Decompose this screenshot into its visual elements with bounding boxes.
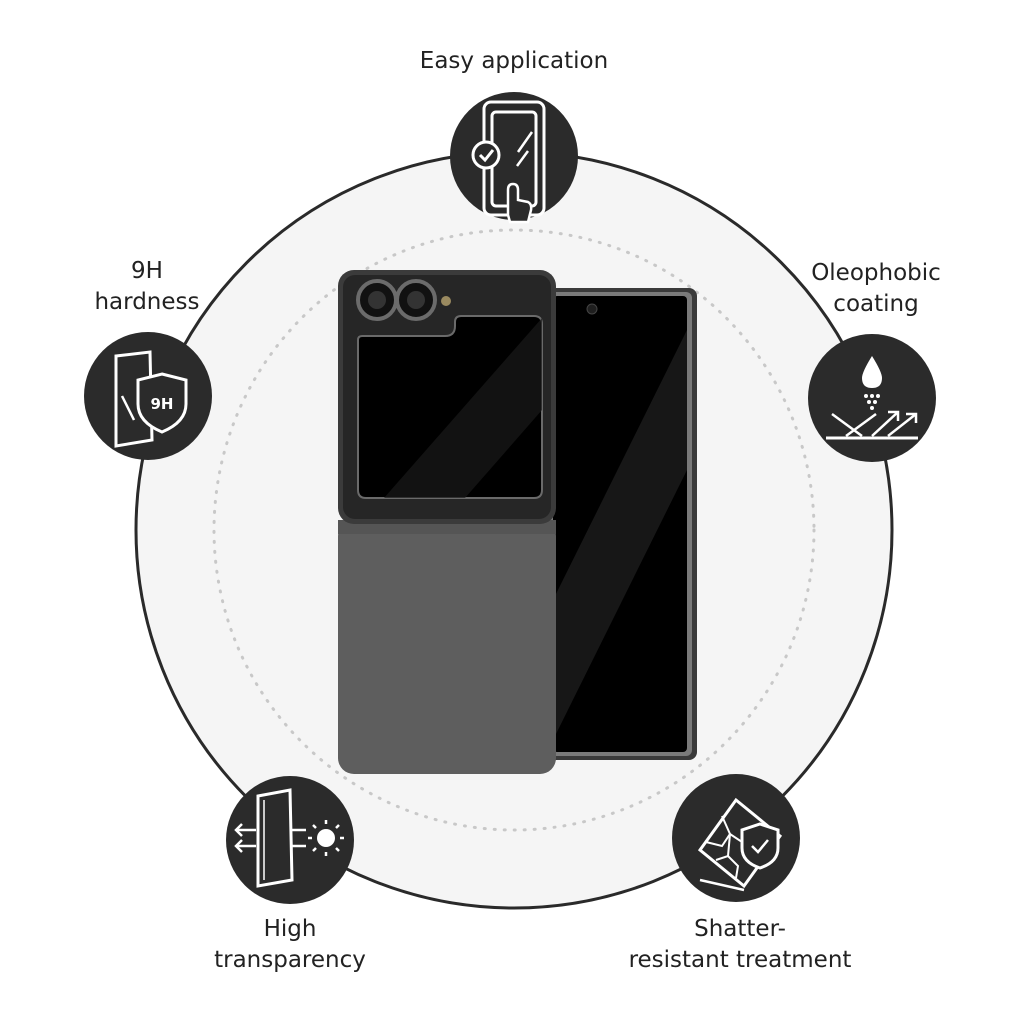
phone-folded xyxy=(338,270,556,774)
label-line: hardness xyxy=(94,289,200,315)
phone-tap-check-icon xyxy=(450,92,578,224)
label-oleophobic-coating: Oleophobic coating xyxy=(766,258,986,320)
label-line: Easy application xyxy=(419,48,609,74)
label-line: High xyxy=(263,916,317,942)
cracked-glass-shield-icon xyxy=(672,774,800,902)
dotted-ring xyxy=(212,228,816,832)
label-line: Oleophobic xyxy=(811,260,941,286)
shield-9h-icon: 9H xyxy=(84,332,212,460)
label-line: Shatter- xyxy=(694,916,786,942)
label-line: transparency xyxy=(214,947,366,973)
label-easy-application: Easy application xyxy=(384,46,644,77)
glass-light-transparency-icon xyxy=(226,776,354,904)
svg-text:9H: 9H xyxy=(151,395,174,413)
label-shatter-resistant: Shatter- resistant treatment xyxy=(600,914,880,976)
oil-drop-repel-icon xyxy=(808,334,936,462)
phone-unfolded xyxy=(545,288,697,760)
label-9h-hardness: 9H hardness xyxy=(52,256,242,318)
label-line: resistant treatment xyxy=(628,947,852,973)
label-high-transparency: High transparency xyxy=(180,914,400,976)
label-line: coating xyxy=(833,291,919,317)
label-line: 9H xyxy=(131,258,163,284)
